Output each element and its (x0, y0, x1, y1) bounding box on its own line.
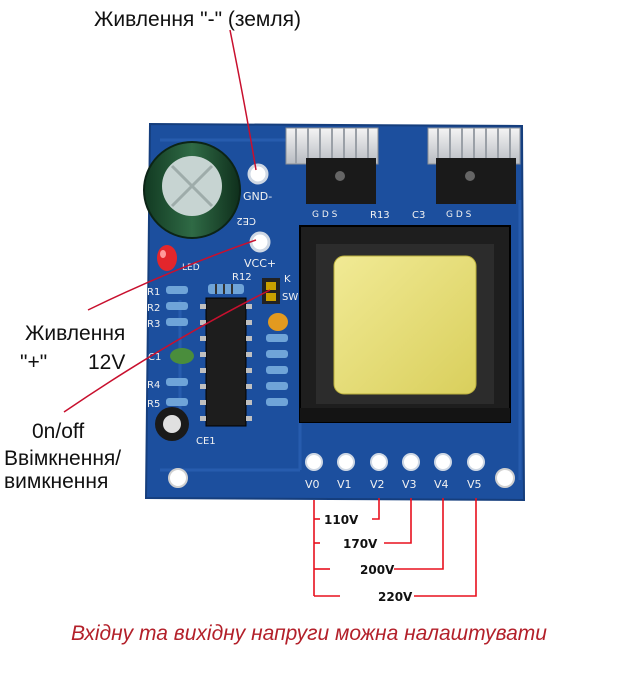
tap-label-v3: V3 (402, 478, 417, 491)
heatsink-left (285, 127, 379, 204)
tap-label-v2: V2 (370, 478, 385, 491)
silk-r5: R5 (147, 399, 160, 410)
silk-r3: R3 (147, 319, 160, 330)
ic-chip (200, 297, 252, 427)
caption: Вхідну та вихідну напруги можна налаштув… (71, 622, 547, 645)
capacitor-ce1 (155, 407, 189, 441)
voltage-110v: 110V (324, 513, 359, 527)
label-ground: Живлення "-" (земля) (94, 8, 301, 31)
silk-r2: R2 (147, 303, 160, 314)
heatsink-right (427, 127, 521, 204)
leader-plus (87, 239, 257, 311)
tap-pad-v2 (370, 453, 388, 471)
leader-ground (229, 29, 257, 171)
tap-label-v4: V4 (434, 478, 449, 491)
tap-labels: V0 V1 V2 V3 V4 V5 (305, 478, 482, 491)
label-plus-line1: Живлення (25, 322, 126, 345)
label-switch-line3: вимкнення (4, 470, 109, 493)
tap-label-v0: V0 (305, 478, 320, 491)
switch-header (262, 278, 280, 304)
silk-gds-left: G D S (312, 210, 338, 220)
voltage-170v: 170V (343, 537, 378, 551)
capacitor-c1 (170, 348, 194, 364)
capacitor-c2 (268, 313, 288, 331)
label-switch-line1: 0n/off (32, 420, 85, 443)
silk-r1: R1 (147, 287, 160, 298)
silk-ce2: CE2 (236, 215, 256, 226)
silk-vcc: VCC+ (244, 257, 276, 270)
led (157, 245, 177, 271)
transformer (299, 225, 511, 423)
tap-pad-v3 (402, 453, 420, 471)
silk-r13: R13 (370, 210, 390, 221)
tap-pad-v4 (434, 453, 452, 471)
silk-c1: C1 (148, 352, 161, 363)
silk-gnd: GND- (243, 190, 272, 203)
voltage-220v: 220V (378, 590, 413, 604)
silk-ce1: CE1 (196, 436, 216, 447)
label-switch-line2: Ввімкнення/ (4, 447, 122, 470)
silk-c3: C3 (412, 210, 425, 221)
output-taps (305, 453, 485, 471)
silk-k: K (284, 274, 291, 285)
leader-lines (63, 29, 271, 413)
leader-switch (63, 289, 271, 413)
silk-led: LED (182, 263, 200, 273)
silk-gds-right: G D S (446, 210, 472, 220)
vcc-pad (249, 231, 271, 253)
capacitor-ce2 (143, 141, 241, 239)
tap-label-v1: V1 (337, 478, 352, 491)
resistors (166, 284, 288, 406)
tap-pad-v1 (337, 453, 355, 471)
silk-r12: R12 (232, 272, 252, 283)
voltage-200v: 200V (360, 563, 395, 577)
silk-r4: R4 (147, 380, 160, 391)
tap-pad-v5 (467, 453, 485, 471)
silkscreen-labels: GND- VCC+ K SW LED R12 R13 C3 CE2 CE1 C1… (147, 190, 472, 447)
silk-sw: SW (282, 292, 298, 303)
label-plus-voltage: 12V (88, 351, 126, 374)
voltage-brackets (313, 498, 477, 597)
tap-label-v5: V5 (467, 478, 482, 491)
gnd-pad (247, 163, 269, 185)
tap-pad-v0 (305, 453, 323, 471)
label-plus-sign: "+" (20, 351, 48, 374)
